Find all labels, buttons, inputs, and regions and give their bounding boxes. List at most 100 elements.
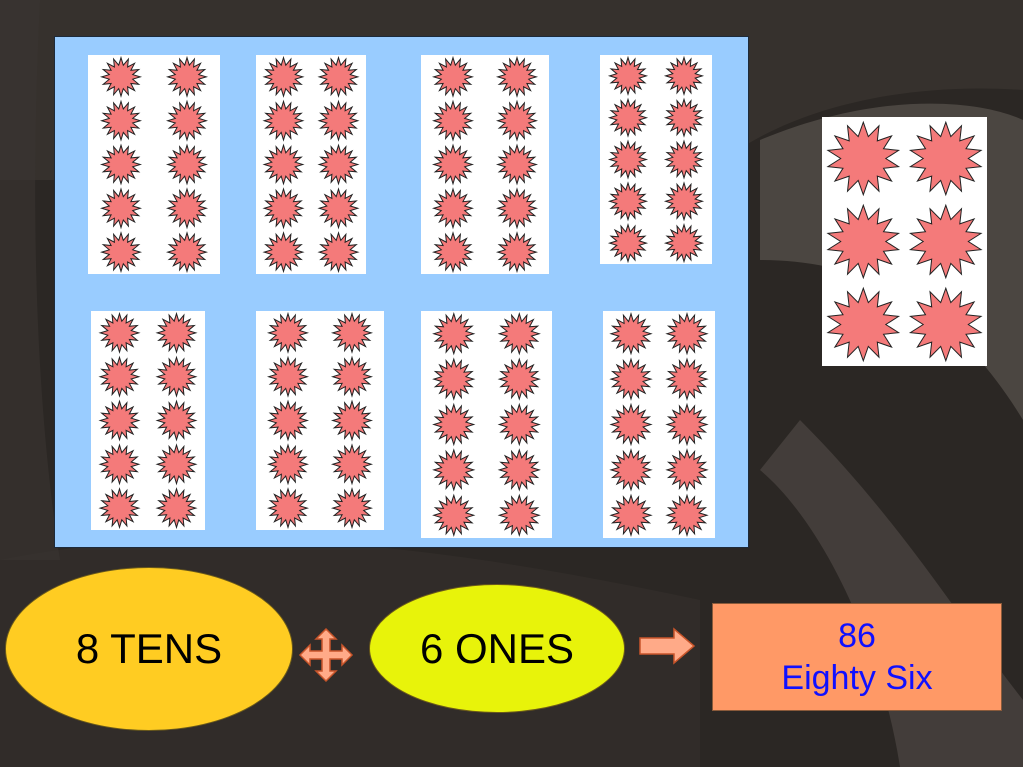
star-icon (431, 187, 475, 230)
star-icon (908, 203, 983, 280)
star-icon (495, 231, 539, 274)
star-icon (665, 357, 709, 401)
ones-label: 6 ONES (419, 624, 575, 672)
star-icon (607, 139, 649, 180)
star-icon (497, 448, 541, 492)
star-icon (826, 286, 901, 363)
tens-card (256, 311, 384, 530)
star-icon (665, 311, 709, 356)
star-icon (266, 311, 310, 354)
star-icon (609, 357, 653, 401)
star-icon (609, 402, 653, 447)
tens-card (421, 311, 552, 538)
star-icon (432, 402, 476, 447)
star-icon (317, 143, 360, 186)
star-icon (98, 399, 141, 442)
result-box: 86 Eighty Six (712, 603, 1002, 711)
star-icon (432, 312, 476, 356)
star-icon (330, 355, 374, 398)
star-icon (317, 187, 360, 230)
star-icon (262, 143, 305, 186)
star-icon (98, 355, 141, 398)
tens-oval: 8 TENS (5, 567, 293, 731)
star-icon (155, 443, 198, 486)
star-icon (99, 99, 143, 142)
ones-card (822, 117, 987, 366)
star-icon (665, 493, 709, 538)
star-icon (155, 311, 198, 354)
four-way-arrow-plus-icon (298, 627, 354, 683)
star-icon (266, 487, 310, 530)
star-icon (663, 222, 705, 264)
star-icon (317, 99, 360, 142)
star-icon (165, 99, 209, 142)
star-icon (607, 181, 649, 222)
star-icon (609, 311, 653, 356)
star-icon (262, 231, 305, 274)
star-icon (663, 55, 705, 97)
star-icon (155, 399, 198, 442)
star-icon (98, 311, 141, 354)
star-icon (826, 203, 901, 280)
star-icon (663, 181, 705, 222)
star-icon (495, 187, 539, 230)
star-icon (663, 97, 705, 138)
tens-card (600, 55, 712, 264)
star-icon (826, 120, 901, 197)
star-icon (330, 487, 374, 530)
star-icon (99, 231, 143, 274)
star-icon (165, 187, 209, 230)
star-icon (330, 399, 374, 442)
star-icon (262, 55, 305, 98)
star-icon (165, 55, 209, 98)
star-icon (266, 355, 310, 398)
tens-card (603, 311, 715, 538)
star-icon (495, 143, 539, 186)
star-icon (262, 187, 305, 230)
star-icon (908, 120, 983, 197)
star-icon (330, 311, 374, 354)
star-icon (262, 99, 305, 142)
star-icon (495, 55, 539, 98)
result-number: 86 (838, 617, 876, 655)
star-icon (330, 443, 374, 486)
star-icon (609, 493, 653, 538)
tens-card (88, 55, 220, 274)
star-icon (432, 448, 476, 492)
star-icon (99, 55, 143, 98)
star-icon (99, 143, 143, 186)
star-icon (497, 493, 541, 537)
star-icon (431, 99, 475, 142)
star-icon (317, 231, 360, 274)
star-icon (607, 55, 649, 97)
star-icon (98, 443, 141, 486)
star-icon (908, 286, 983, 363)
tens-card (256, 55, 366, 274)
tens-label: 8 TENS (75, 625, 223, 672)
right-arrow-icon (639, 627, 696, 665)
star-icon (98, 487, 141, 530)
star-icon (497, 402, 541, 447)
star-icon (266, 443, 310, 486)
result-words: Eighty Six (781, 659, 933, 697)
star-icon (155, 487, 198, 530)
star-icon (495, 99, 539, 142)
star-icon (431, 55, 475, 98)
star-icon (665, 402, 709, 447)
star-icon (431, 231, 475, 274)
star-icon (317, 55, 360, 98)
star-icon (165, 231, 209, 274)
ones-oval: 6 ONES (369, 584, 625, 713)
star-icon (432, 357, 476, 401)
star-icon (607, 222, 649, 264)
star-icon (665, 448, 709, 492)
star-icon (266, 399, 310, 442)
star-icon (99, 187, 143, 230)
star-icon (607, 97, 649, 138)
star-icon (609, 448, 653, 492)
star-icon (165, 143, 209, 186)
star-icon (432, 493, 476, 537)
star-icon (497, 357, 541, 401)
star-icon (155, 355, 198, 398)
star-icon (431, 143, 475, 186)
